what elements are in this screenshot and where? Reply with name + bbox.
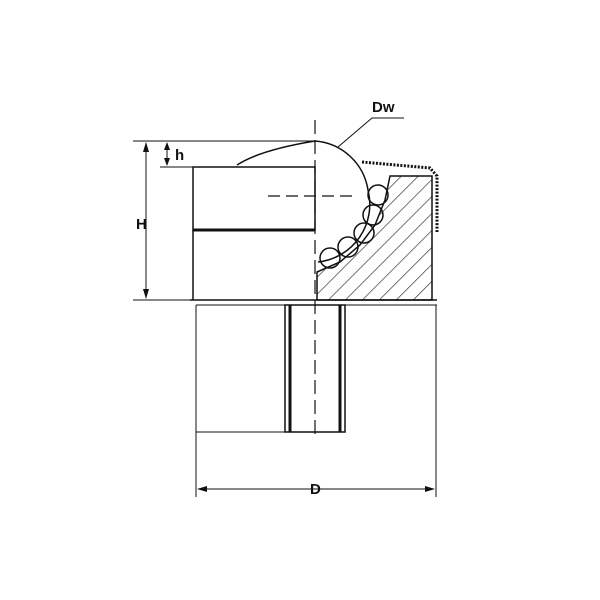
support-balls — [319, 184, 389, 269]
hatched-housing-section — [316, 175, 433, 301]
dw-leader — [337, 117, 404, 148]
label-h-small: h — [175, 147, 184, 164]
label-d: D — [310, 481, 321, 498]
main-ball — [236, 140, 371, 263]
label-h-large: H — [136, 216, 147, 233]
seal-strip — [361, 160, 439, 232]
label-dw: Dw — [372, 99, 395, 116]
body-upper — [192, 166, 316, 231]
dimension-arrows — [143, 142, 435, 492]
